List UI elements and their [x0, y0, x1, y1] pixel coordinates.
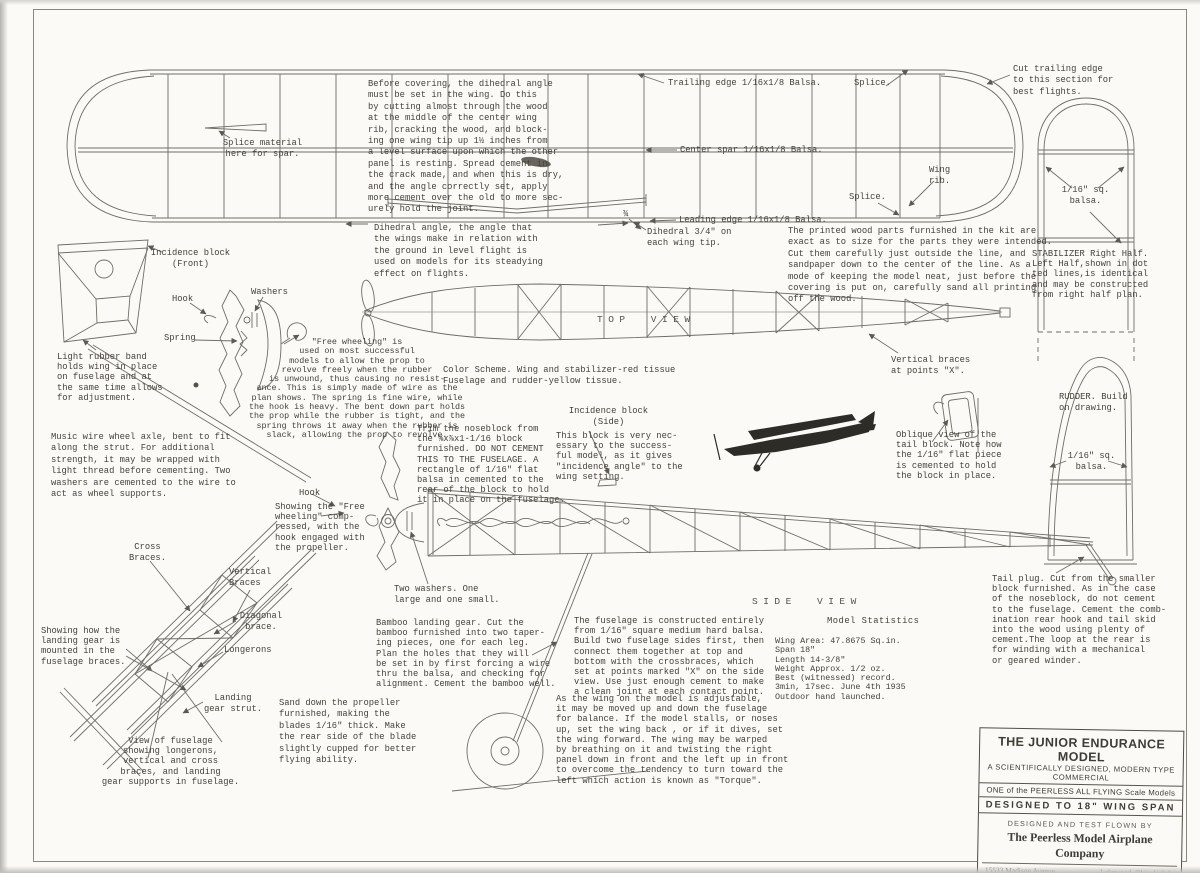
label-rudder: RUDDER. Build on drawing. [1059, 392, 1128, 414]
fuselage-3d-view [59, 520, 317, 777]
note-bamboo-landing-gear: Bamboo landing gear. Cut the bamboo furn… [376, 618, 556, 690]
label-top-view: TOP VIEW [597, 314, 696, 325]
label-splice-lower: Splice. [849, 192, 886, 202]
plan-title: THE JUNIOR ENDURANCE MODEL [998, 734, 1166, 765]
free-wheeling-detail-drawing [189, 289, 307, 417]
label-side-view: SIDE VIEW [752, 596, 862, 607]
label-center-spar: Center spar 1/16x1/8 Balsa. [680, 145, 823, 155]
title-block: THE JUNIOR ENDURANCE MODEL A SCIENTIFICA… [976, 727, 1185, 873]
label-splice-top: Splice. [854, 78, 891, 88]
rudder-drawing [1044, 357, 1137, 565]
wing-top-view [66, 69, 1024, 388]
wing-front-view-dihedral [345, 194, 647, 230]
note-light-rubber-band: Light rubber band holds wing in place on… [57, 352, 163, 403]
label-landing-gear-strut: Landing gear strut. [203, 693, 263, 715]
note-wing-adjustment: As the wing on the model is adjustable, … [556, 694, 789, 786]
airplane-silhouette [713, 411, 876, 472]
company-name: The Peerless Model Airplane Company [982, 827, 1178, 867]
note-free-wheeling-compressed: Showing the "Free wheeling" comp- ressed… [275, 502, 365, 553]
note-incidence-side: This block is very nec- essary to the su… [556, 431, 683, 482]
note-printed-wood: The printed wood parts furnished in the … [788, 226, 1052, 305]
label-spring: Spring [164, 333, 196, 343]
sheet-border [33, 9, 1187, 862]
label-incidence-front: Incidence block (Front) [150, 248, 231, 270]
note-sand-propeller: Sand down the propeller furnished, makin… [279, 698, 417, 766]
label-washers: Washers [251, 287, 288, 297]
fuselage-top-view [361, 279, 1011, 354]
label-three-quarters: ¾ [623, 209, 629, 219]
incidence-block-front-drawing [57, 239, 312, 483]
note-free-wheeling: "Free wheeling" is used on most successf… [248, 337, 466, 440]
leader-lines [218, 69, 1011, 231]
scan-edge-bottom [0, 866, 1200, 873]
label-model-statistics: Model Statistics [827, 616, 920, 626]
landing-gear-wheel [451, 552, 649, 792]
label-hook-2: Hook [299, 488, 321, 498]
label-vertical-braces: Vertical Braces [229, 567, 272, 589]
label-leading-edge: Leading edge 1/16x1/8 Balsa. [679, 215, 827, 225]
label-stabilizer-balsa: 1/16" sq. balsa. [1061, 185, 1110, 207]
label-two-washers: Two washers. One large and one small. [394, 584, 500, 606]
label-splice-material: Splice material here for spar. [222, 138, 303, 160]
note-dihedral-angle: Dihedral angle, the angle that the wings… [374, 223, 543, 279]
label-vertical-braces-x: Vertical braces at points "X". [891, 355, 971, 377]
note-oblique-tail-block: Oblique view of the tail block. Note how… [896, 430, 1002, 481]
label-trailing-edge: Trailing edge 1/16x1/8 Balsa. [668, 78, 822, 88]
stabilizer-drawing [1037, 97, 1135, 362]
note-view-of-fuselage: View of fuselage showing longerons, vert… [101, 736, 240, 787]
note-cut-trailing-edge: Cut trailing edge to this section for be… [1013, 64, 1114, 97]
note-showing-landing-gear: Showing how the landing gear is mounted … [41, 626, 126, 667]
note-stabilizer: STABILIZER Right Half. Left Half,shown i… [1032, 249, 1149, 300]
label-diagonal-brace: Diagonal brace. [239, 611, 283, 633]
note-before-covering: Before covering, the dihedral angle must… [368, 79, 564, 215]
label-longerons: Longerons [224, 645, 272, 655]
note-fuselage-construction: The fuselage is constructed entirely fro… [574, 616, 765, 698]
note-tail-plug: Tail plug. Cut from the smaller block fu… [992, 574, 1167, 666]
scan-edge-left [0, 0, 8, 873]
label-rudder-balsa: 1/16" sq. balsa. [1067, 451, 1116, 473]
label-incidence-side: Incidence block (Side) [568, 406, 649, 428]
note-model-statistics: Wing Area: 47.8675 Sq.in. Span 18" Lengt… [775, 636, 906, 702]
note-trim-noseblock: Trim the noseblock from the ⅝x⅞x1-1/16 b… [417, 424, 565, 506]
label-wing-rib: Wing rib. [929, 165, 951, 187]
label-cross-braces: Cross Braces. [129, 542, 166, 564]
scan-edge-top [0, 0, 1200, 5]
note-music-wire: Music wire wheel axle, bent to fit along… [51, 432, 236, 500]
fuselage-side-view [311, 430, 1117, 586]
label-dihedral-tip: Dihedral 3/4" on each wing tip. [647, 227, 732, 249]
label-hook: Hook [172, 294, 194, 304]
note-color-scheme: Color Scheme. Wing and stabilizer-red ti… [443, 365, 676, 387]
